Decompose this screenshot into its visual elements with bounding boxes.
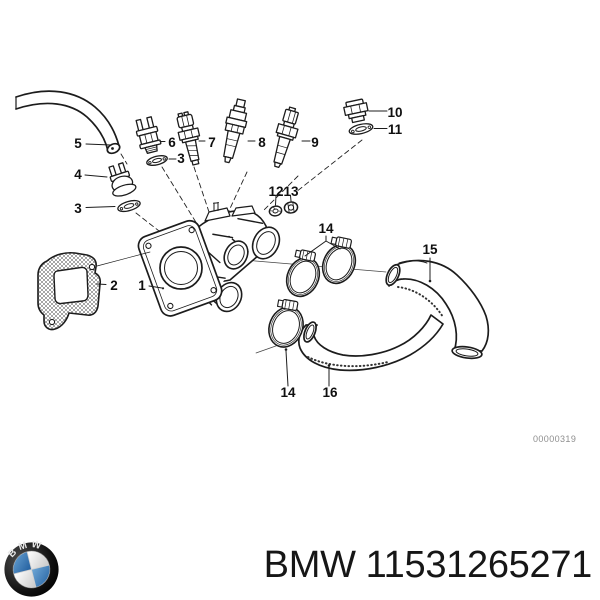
hose-clamp-c-drawing bbox=[268, 298, 304, 348]
washer-3b-drawing bbox=[117, 199, 141, 213]
callout-3-b: 3 bbox=[74, 201, 82, 216]
callout-14-bottom: 14 bbox=[280, 385, 296, 400]
bmw-logo-icon: BMW bbox=[4, 541, 59, 597]
hose-clamp-a-drawing bbox=[285, 249, 321, 298]
callout-15: 15 bbox=[422, 242, 438, 257]
sensor-4-drawing bbox=[108, 162, 137, 197]
callout-14-top: 14 bbox=[318, 221, 334, 236]
callout-12: 12 bbox=[268, 184, 283, 199]
callout-9: 9 bbox=[311, 135, 319, 150]
callout-4: 4 bbox=[74, 167, 82, 182]
washer-11-drawing bbox=[348, 123, 374, 135]
sensor-7-drawing bbox=[176, 111, 201, 166]
callout-leaders bbox=[84, 110, 431, 387]
washer-12-drawing bbox=[268, 205, 283, 217]
callout-11: 11 bbox=[388, 122, 403, 137]
callout-16: 16 bbox=[322, 385, 338, 400]
hose-clamp-b-drawing bbox=[321, 236, 357, 285]
exploded-parts-diagram: 5 6 7 3 8 4 3 9 10 11 12 13 14 15 2 1 14… bbox=[15, 90, 490, 400]
leader-dots bbox=[161, 279, 432, 367]
callout-5: 5 bbox=[74, 136, 82, 151]
sensor-6-drawing bbox=[135, 116, 162, 154]
callout-labels: 5 6 7 3 8 4 3 9 10 11 12 13 14 15 2 1 14… bbox=[74, 105, 438, 400]
callout-6: 6 bbox=[168, 135, 176, 150]
gasket-drawing bbox=[37, 251, 151, 331]
callout-2: 2 bbox=[110, 278, 118, 293]
hose-5-drawing bbox=[15, 90, 121, 155]
callout-8: 8 bbox=[258, 135, 266, 150]
callout-7: 7 bbox=[208, 135, 216, 150]
brand-text: BMW bbox=[263, 544, 356, 586]
drawing-code: 00000319 bbox=[533, 434, 577, 444]
callout-10: 10 bbox=[387, 105, 402, 120]
nut-13-drawing bbox=[283, 201, 299, 214]
washer-3a-drawing bbox=[146, 155, 168, 166]
callout-3-a: 3 bbox=[177, 151, 185, 166]
callout-13: 13 bbox=[283, 184, 299, 199]
plug-10-drawing bbox=[343, 98, 369, 124]
thermostat-housing-drawing bbox=[137, 202, 281, 317]
sensor-8-drawing bbox=[223, 98, 248, 164]
part-number-text: 11531265271 bbox=[365, 544, 593, 586]
callout-1: 1 bbox=[138, 278, 146, 293]
sensor-9-drawing bbox=[273, 106, 299, 169]
hose-16-drawing bbox=[297, 314, 444, 372]
hose-15-drawing bbox=[385, 259, 490, 360]
